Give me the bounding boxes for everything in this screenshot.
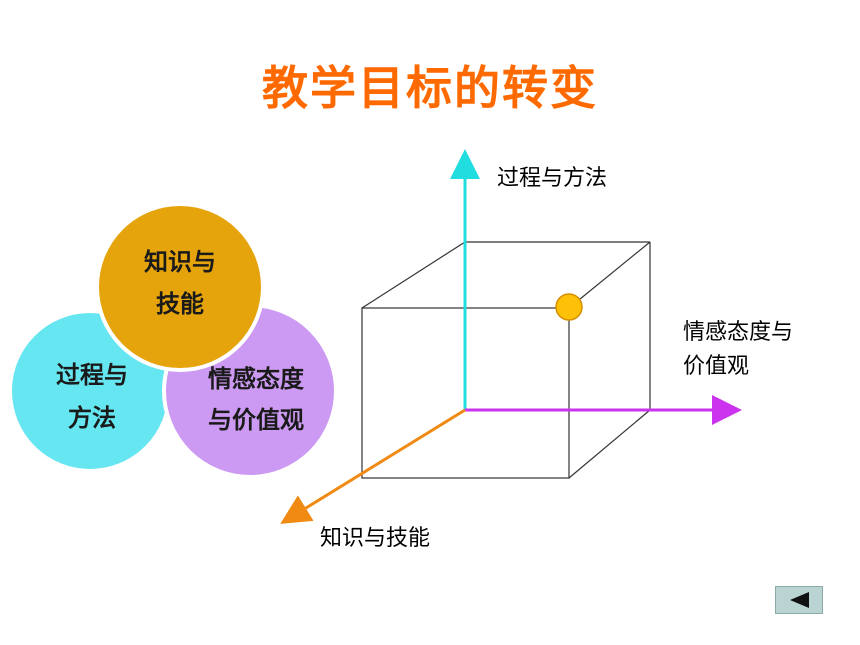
axis-label-vertical: 过程与方法 (497, 166, 607, 191)
circle-top-line1: 知识与 (144, 247, 216, 276)
circle-top (95, 202, 265, 372)
circle-right-line1: 情感态度 (208, 364, 305, 393)
cube-corner-point (555, 293, 583, 321)
circle-top-line2: 技能 (156, 289, 204, 318)
axis-label-depth: 知识与技能 (320, 526, 430, 551)
axis-label-horizontal-line1: 情感态度与 (683, 320, 793, 345)
cube (361, 241, 651, 479)
back-button[interactable] (775, 586, 823, 614)
circle-left-line1: 过程与 (56, 360, 128, 389)
triangle-left-icon (790, 592, 809, 608)
axis-label-horizontal-line2: 价值观 (683, 354, 749, 379)
page-title: 教学目标的转变 (262, 61, 598, 115)
axis-depth (280, 408, 466, 524)
circle-left-line2: 方法 (68, 403, 116, 432)
cube-diag-tr (568, 241, 651, 309)
venn-diagram: 知识与 技能 过程与 方法 情感态度 与价值观 (8, 202, 338, 479)
cube-diag-tl (361, 241, 466, 309)
cube-diag-br (568, 409, 651, 479)
circle-right-line2: 与价值观 (208, 405, 304, 434)
